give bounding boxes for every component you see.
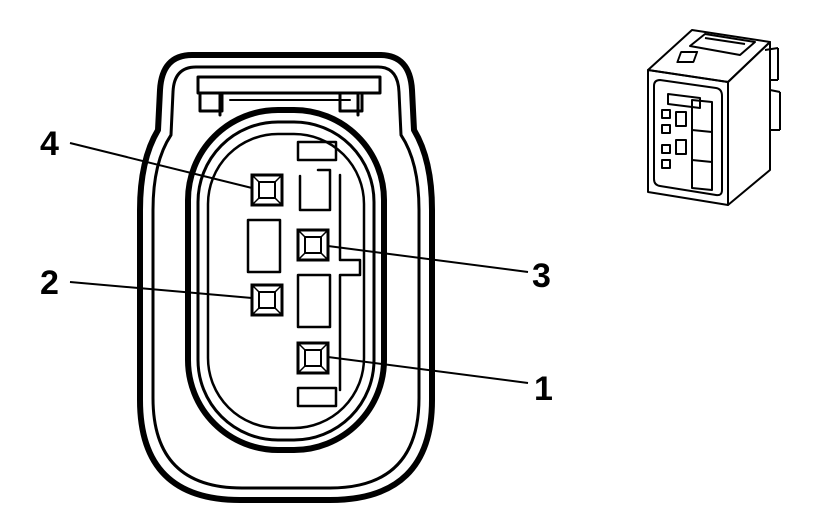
- terminal-cavity-1: [296, 341, 330, 375]
- top-latch: [196, 75, 382, 117]
- blank-slot-right: [296, 273, 332, 329]
- leader-line-4: [69, 142, 253, 189]
- terminal-cavities: [250, 173, 330, 375]
- callout-4: 4: [40, 125, 59, 163]
- leader-line-1: [327, 356, 529, 384]
- housing-inner-outline: [151, 65, 421, 490]
- terminal-cavity-4: [250, 173, 284, 207]
- connector-isometric-view: [647, 29, 781, 206]
- callout-2: 2: [40, 264, 59, 302]
- terminal-cavity-3: [296, 228, 330, 262]
- cavity-inner-line: [206, 132, 366, 430]
- callout-3: 3: [532, 257, 551, 295]
- leader-line-2: [69, 281, 253, 299]
- connector-face-view: [137, 52, 435, 503]
- cavity-seal-ring: [196, 120, 376, 442]
- leader-line-3: [327, 245, 529, 273]
- housing-outer-outline: [137, 52, 435, 503]
- polarizing-key: [296, 140, 362, 408]
- cavity-outer-ring: [185, 107, 387, 453]
- callout-1: 1: [534, 370, 553, 408]
- leader-lines: [69, 142, 529, 384]
- blank-slot-left: [246, 218, 282, 274]
- terminal-cavity-2: [250, 283, 284, 317]
